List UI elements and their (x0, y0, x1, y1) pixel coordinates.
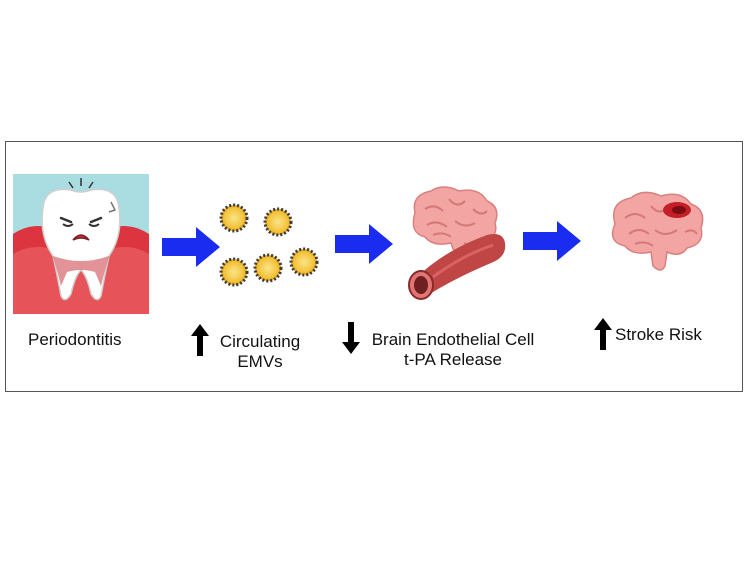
step-label-emvs: Circulating EMVs (212, 332, 308, 372)
label-line: Circulating (219, 332, 301, 351)
decrease-arrow-icon (342, 322, 360, 354)
flow-arrow (523, 221, 581, 261)
label-line: t-PA Release (404, 350, 502, 369)
vesicle (289, 247, 319, 277)
step-label-periodontitis: Periodontitis (28, 330, 122, 350)
step-label-tpa-release: Brain Endothelial Cell t-PA Release (362, 330, 544, 370)
stroke-lesion-icon (663, 202, 691, 218)
blood-vessel-icon (408, 234, 506, 300)
damaged-brain-icon (611, 191, 704, 271)
label-line: Stroke Risk (615, 325, 702, 344)
vesicle (219, 257, 249, 287)
microvesicles-icon (219, 203, 319, 287)
vesicle (219, 203, 249, 233)
brain-and-vessel-icon (408, 186, 506, 300)
label-line: Periodontitis (28, 330, 122, 349)
increase-arrow-icon (191, 324, 209, 356)
flow-arrow (335, 224, 393, 264)
vesicle (263, 207, 293, 237)
brain-icon (412, 186, 498, 253)
increase-arrow-icon (594, 318, 612, 350)
flow-arrow (162, 227, 220, 267)
label-line: EMVs (237, 352, 283, 371)
tooth-icon (13, 174, 149, 314)
vesicle (253, 253, 283, 283)
label-line: Brain Endothelial Cell (371, 330, 535, 349)
step-label-stroke-risk: Stroke Risk (615, 325, 702, 345)
